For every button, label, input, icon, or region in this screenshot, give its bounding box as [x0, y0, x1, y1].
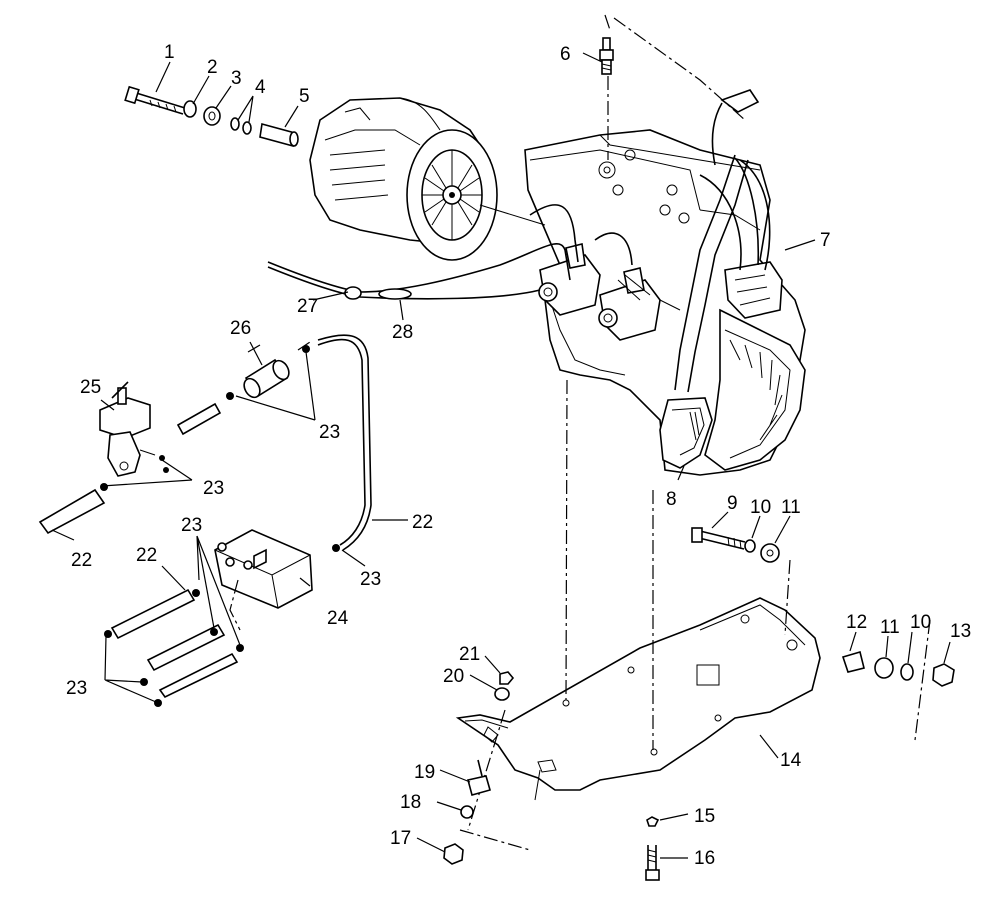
washer-10a: [744, 539, 756, 553]
callout-7: 7: [820, 230, 831, 251]
belly-pan: [455, 597, 821, 801]
centerlines: [247, 14, 931, 851]
leader-lines: [51, 52, 951, 859]
spark-plug-cap: [711, 89, 760, 166]
callout-labels: 1 2 3 4 5 6 7 8 9 10 11 12 11 10 13 14 1…: [66, 42, 971, 869]
callout-4: 4: [255, 77, 266, 98]
callout-17: 17: [390, 828, 411, 849]
callout-16: 16: [694, 848, 715, 869]
callout-6: 6: [560, 44, 571, 65]
clip-15: [646, 816, 660, 827]
washer-10b: [900, 663, 914, 681]
engine-block: [524, 129, 806, 476]
callout-28: 28: [392, 322, 413, 343]
callout-18: 18: [400, 792, 421, 813]
nut-13: [932, 663, 955, 687]
callout-5: 5: [299, 86, 310, 107]
callout-3: 3: [231, 68, 242, 89]
fuel-lines: [38, 334, 372, 707]
callout-10-a: 10: [750, 497, 771, 518]
washer-20: [494, 687, 510, 701]
callout-25: 25: [80, 377, 101, 398]
callout-11-a: 11: [781, 497, 801, 518]
stud-19-shaft: [477, 759, 483, 777]
bolt-16: [645, 845, 660, 881]
callout-22-c: 22: [136, 545, 157, 566]
callout-11-b: 11: [880, 617, 900, 638]
fuel-tank-block: [214, 529, 313, 631]
callout-22-a: 22: [412, 512, 433, 533]
callout-23-d: 23: [360, 569, 381, 590]
callout-23-c: 23: [181, 515, 202, 536]
throttle-cable: [267, 204, 633, 300]
callout-23-a: 23: [319, 422, 340, 443]
fuel-pump: [99, 381, 156, 477]
callout-14: 14: [780, 750, 802, 771]
bushing-11a: [760, 543, 780, 563]
spacer-12: [841, 650, 865, 673]
callout-2: 2: [207, 57, 218, 78]
callout-15: 15: [694, 806, 715, 827]
clutch-bolt-assembly: [124, 85, 299, 148]
callout-9: 9: [727, 493, 738, 514]
mount-bolt-9: [691, 527, 746, 550]
drive-clutch: [309, 97, 498, 261]
callout-10-b: 10: [910, 612, 931, 633]
bushing-11a-hole: [766, 549, 774, 557]
callout-8: 8: [666, 489, 677, 510]
nut-21: [499, 671, 515, 685]
callout-1: 1: [164, 42, 175, 63]
stud-19: [467, 775, 491, 796]
carburetors: [538, 243, 661, 341]
callout-21: 21: [459, 644, 480, 665]
nut-17: [443, 843, 464, 865]
callout-20: 20: [443, 666, 464, 687]
callout-24: 24: [327, 608, 349, 629]
callout-13: 13: [950, 621, 971, 642]
washer-18: [460, 805, 474, 819]
bushing-11b: [874, 657, 894, 679]
callout-26: 26: [230, 318, 251, 339]
callout-19: 19: [414, 762, 435, 783]
fuel-filter: [243, 358, 290, 399]
callout-23-e: 23: [66, 678, 87, 699]
callout-23-b: 23: [203, 478, 224, 499]
callout-27: 27: [297, 296, 318, 317]
callout-22-b: 22: [71, 550, 92, 571]
callout-12: 12: [846, 612, 867, 633]
spark-plug: [599, 37, 614, 75]
